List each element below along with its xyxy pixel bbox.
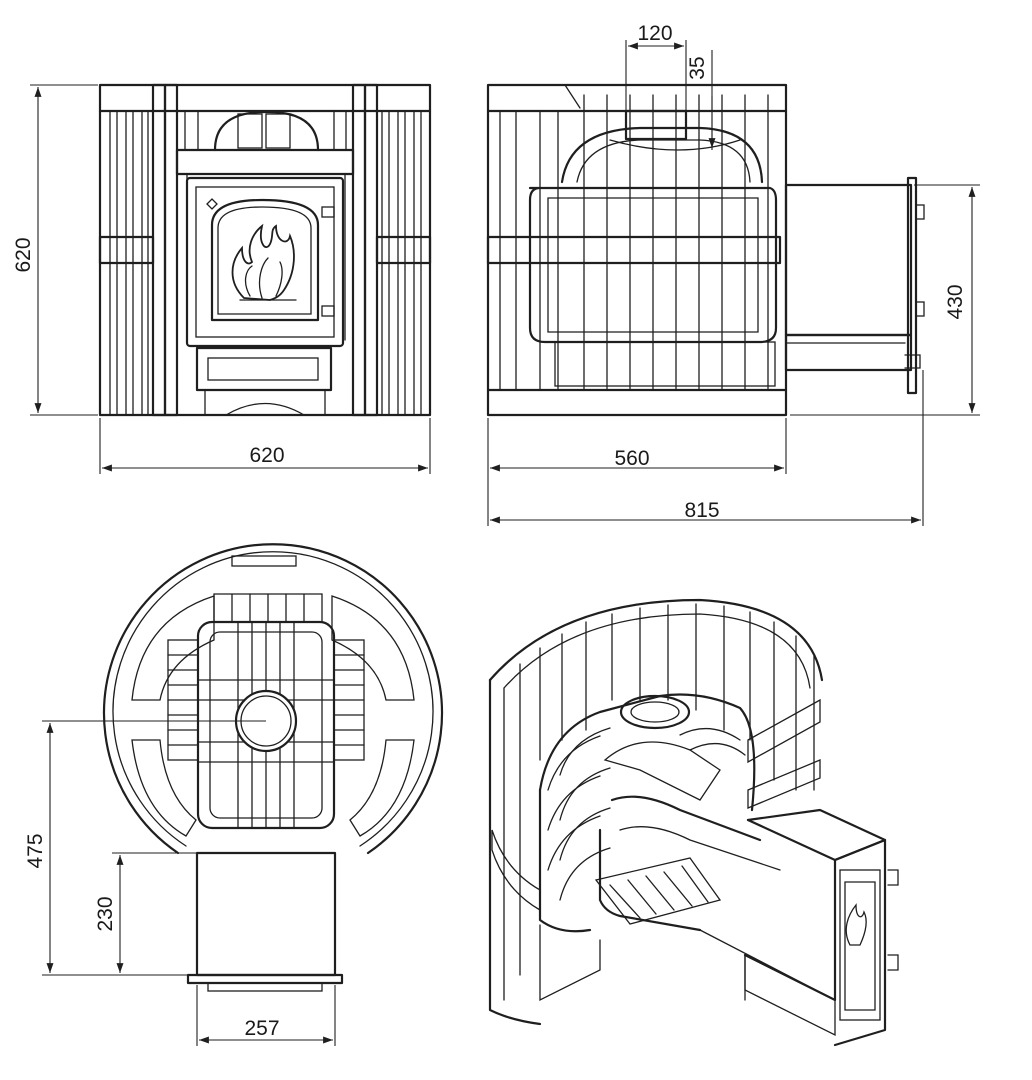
isometric-cutaway-view xyxy=(488,598,899,1047)
side-bars xyxy=(499,94,769,391)
tunnel-width-dimension: 257 xyxy=(196,985,336,1046)
dim-flue-offset: 35 xyxy=(686,56,709,79)
tunnel-length-dimension: 230 xyxy=(94,852,196,973)
dim-body-depth: 560 xyxy=(614,447,649,470)
front-door xyxy=(185,176,345,348)
dim-tunnel-height: 430 xyxy=(944,284,967,319)
offset-475-dimension: 475 xyxy=(24,720,266,976)
dim-flue-width: 120 xyxy=(637,22,672,45)
dim-front-height: 620 xyxy=(12,237,35,272)
body-depth-dimension: 560 xyxy=(487,418,787,526)
front-height-dimension: 620 xyxy=(12,84,98,416)
overall-depth-dimension: 815 xyxy=(490,370,924,526)
flame-icon xyxy=(231,223,297,301)
dim-overall-depth: 815 xyxy=(684,499,719,522)
cutaway-tunnel xyxy=(699,808,899,1047)
dim-tunnel-length: 230 xyxy=(94,896,117,931)
dim-front-width: 620 xyxy=(249,444,284,467)
side-view xyxy=(486,83,925,417)
side-fire-tunnel xyxy=(784,176,925,395)
front-center-bars xyxy=(184,110,347,151)
top-view xyxy=(102,543,444,992)
flue-offset-dimension: 35 xyxy=(686,50,716,150)
flue-width-dimension: 120 xyxy=(625,22,687,110)
front-width-dimension: 620 xyxy=(99,418,431,474)
tunnel-height-dimension: 430 xyxy=(790,184,980,416)
cutaway-bars xyxy=(519,603,815,976)
front-view xyxy=(98,83,432,417)
dim-offset: 475 xyxy=(24,833,47,868)
dim-tunnel-width: 257 xyxy=(244,1017,279,1040)
